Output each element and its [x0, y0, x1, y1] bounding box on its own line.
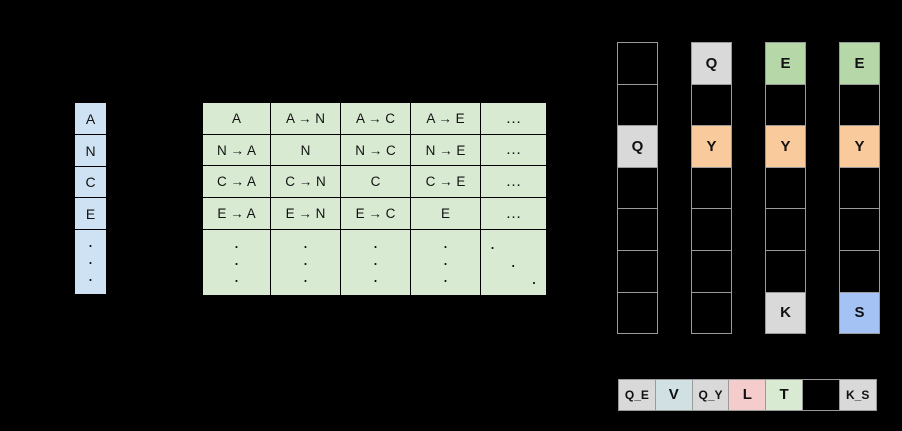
matrix-cell: N → A — [203, 135, 270, 165]
query-cell: E — [75, 198, 106, 229]
alignment-cell — [765, 249, 806, 293]
alignment-cell — [691, 249, 732, 293]
matrix-cell: N → C — [341, 135, 410, 165]
alignment-cell — [839, 249, 880, 293]
ellipsis-dot: · — [233, 252, 240, 273]
matrix-cell: A — [203, 103, 270, 134]
matrix-cell: A → E — [411, 103, 480, 134]
ellipsis-dot: · — [372, 269, 379, 290]
ellipsis-dot: · — [233, 235, 240, 256]
ellipsis-dot: · — [87, 269, 94, 289]
alignment-cell — [765, 208, 806, 251]
matrix-cell: E → N — [271, 198, 340, 229]
alignment-cell — [765, 166, 806, 210]
matrix-cell: · · · — [481, 230, 546, 295]
ellipsis-dot: · — [233, 269, 240, 290]
sequence-cell: K_S — [838, 379, 877, 411]
alignment-cell: E — [765, 42, 806, 85]
matrix-cell: … — [481, 135, 546, 165]
ellipsis-dot: · — [442, 252, 449, 273]
matrix-cell: … — [481, 166, 546, 197]
alignment-cell — [617, 291, 658, 335]
sequence-cell — [801, 379, 840, 411]
ellipsis-dot: · — [372, 235, 379, 256]
matrix-cell: A → N — [271, 103, 340, 134]
sequence-cell: T — [765, 379, 803, 411]
matrix-cell: C → E — [411, 166, 480, 197]
alignment-cell: Q — [691, 42, 732, 85]
alignment-cell: E — [839, 42, 880, 85]
ellipsis-dot: · — [442, 235, 449, 256]
alignment-cell — [691, 83, 732, 127]
ellipsis-dot: · — [302, 269, 309, 290]
ellipsis-dot: · — [510, 254, 517, 275]
ellipsis-dot: · — [442, 269, 449, 290]
alignment-cell — [839, 83, 880, 127]
sequence-cell: Q_Y — [691, 379, 730, 411]
matrix-cell: … — [481, 103, 546, 134]
ellipsis-dot: · — [87, 252, 94, 272]
query-cell: A — [75, 103, 106, 134]
ellipsis-dot: · — [302, 235, 309, 256]
ellipsis-dot: · — [87, 235, 94, 255]
alignment-cell — [617, 83, 658, 127]
alignment-cell: S — [839, 291, 880, 335]
ellipsis-dot: · — [531, 272, 538, 293]
alignment-cell — [839, 166, 880, 210]
matrix-cell: A → C — [341, 103, 410, 134]
matrix-cell: ··· — [341, 230, 410, 295]
matrix-cell: E — [411, 198, 480, 229]
ellipsis-dot: · — [489, 237, 496, 258]
alignment-cell — [617, 166, 658, 210]
matrix-cell: E → A — [203, 198, 270, 229]
matrix-cell: … — [481, 198, 546, 229]
alignment-cell: Y — [839, 125, 880, 168]
matrix-cell: N — [271, 135, 340, 165]
matrix-cell: E → C — [341, 198, 410, 229]
alignment-cell — [765, 83, 806, 127]
query-cell: N — [75, 135, 106, 166]
query-cell: C — [75, 167, 106, 197]
alignment-cell: K — [765, 291, 806, 335]
matrix-cell: N → E — [411, 135, 480, 165]
alignment-cell — [617, 208, 658, 251]
alignment-cell — [617, 42, 658, 85]
matrix-cell: ··· — [411, 230, 480, 295]
alignment-cell — [617, 249, 658, 293]
alignment-cell — [691, 208, 732, 251]
alignment-cell: Q — [617, 125, 658, 168]
sequence-cell: L — [728, 379, 767, 411]
matrix-cell: ··· — [271, 230, 340, 295]
ellipsis-dot: · — [302, 252, 309, 273]
matrix-cell: ··· — [203, 230, 270, 295]
matrix-cell: C → N — [271, 166, 340, 197]
sequence-cell: Q_E — [618, 379, 656, 411]
alignment-cell: Y — [691, 125, 732, 168]
query-cell: ··· — [75, 230, 106, 294]
alignment-cell — [691, 291, 732, 335]
alignment-column: Q — [617, 42, 658, 335]
ellipsis-dot: · — [372, 252, 379, 273]
alignment-cell — [839, 208, 880, 251]
matrix-cell: C — [341, 166, 410, 197]
alignment-cell — [691, 166, 732, 210]
matrix-cell: C → A — [203, 166, 270, 197]
sequence-cell: V — [654, 379, 693, 411]
alignment-cell: Y — [765, 125, 806, 168]
